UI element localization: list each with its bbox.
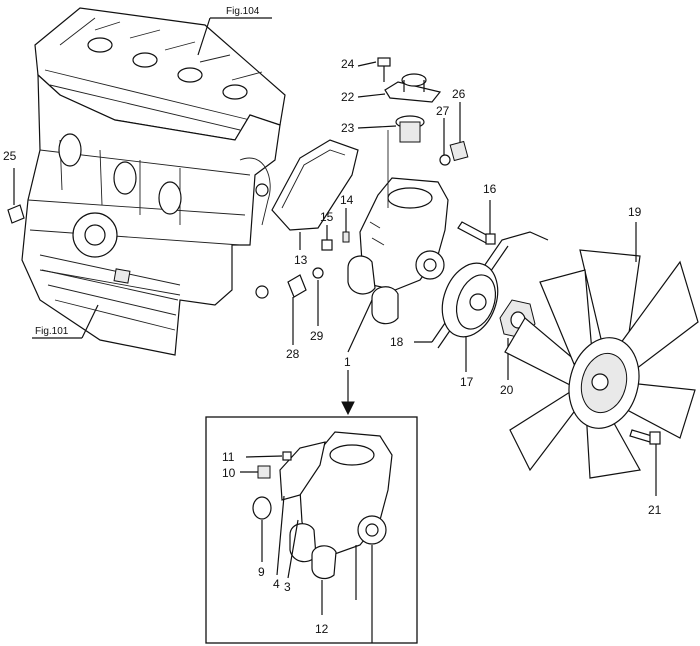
thermostat-cover-group (357, 57, 469, 180)
callout-14: 14 (340, 193, 354, 207)
fig-101-reference: Fig.101 (32, 304, 99, 339)
callout-3: 3 (284, 580, 291, 594)
callout-16: 16 (483, 182, 497, 196)
callout-21: 21 (648, 503, 662, 517)
water-pump-detail-inset (205, 370, 418, 644)
pulley-and-belt-17-18 (414, 231, 549, 372)
callout-4: 4 (273, 577, 280, 591)
callout-19: 19 (628, 205, 642, 219)
fan-bolt-part-21 (629, 429, 661, 496)
callout-9: 9 (258, 565, 265, 579)
callout-29: 29 (310, 329, 324, 343)
callout-labels: 25 13 14 15 24 22 23 26 27 16 19 28 29 1… (3, 57, 662, 636)
water-pump-body-part-1 (287, 177, 496, 353)
callout-17: 17 (460, 375, 474, 389)
gasket-part-13 (271, 139, 359, 250)
fig-104-label: Fig.104 (226, 6, 260, 17)
callout-23: 23 (341, 121, 355, 135)
cooling-fan-part-19 (504, 222, 699, 479)
callout-26: 26 (452, 87, 466, 101)
callout-20: 20 (500, 383, 514, 397)
callout-10: 10 (222, 466, 236, 480)
callout-28: 28 (286, 347, 300, 361)
callout-24: 24 (341, 57, 355, 71)
callout-27: 27 (436, 104, 450, 118)
fig-104-reference: Fig.104 (197, 6, 272, 56)
callout-1: 1 (344, 355, 351, 369)
drain-cock-part-25 (7, 168, 25, 224)
callout-25: 25 (3, 149, 17, 163)
callout-18: 18 (390, 335, 404, 349)
callout-22: 22 (341, 90, 355, 104)
callout-15: 15 (320, 210, 334, 224)
callout-13: 13 (294, 253, 308, 267)
fig-101-label: Fig.101 (35, 326, 69, 337)
callout-12: 12 (315, 622, 329, 636)
engine-block-assembly (21, 7, 286, 356)
callout-11: 11 (222, 450, 235, 464)
